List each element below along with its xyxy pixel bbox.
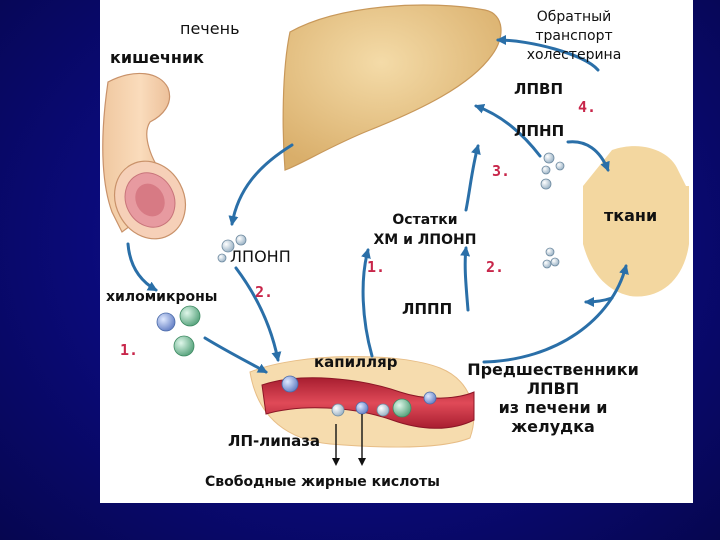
intestine-organ bbox=[102, 72, 187, 240]
remnants-line-1: Остатки bbox=[392, 212, 458, 228]
reverse-transport-line-3: холестерина bbox=[526, 47, 622, 63]
arrow-capillary-to-remnants bbox=[361, 248, 374, 358]
step-2-center-label: 2. bbox=[486, 258, 505, 276]
fatty-acid-arrows bbox=[332, 414, 366, 466]
vldl-label: ЛПОНП bbox=[230, 247, 291, 266]
liver-organ bbox=[282, 4, 502, 171]
hdl-precursors-line-4: желудка bbox=[511, 417, 595, 436]
hdl-precursors-line-3: из печени и bbox=[498, 398, 608, 417]
tissues-label: ткани bbox=[604, 206, 658, 225]
step-1-center-label: 1. bbox=[367, 258, 386, 276]
liver-label: печень bbox=[180, 19, 240, 38]
arrow-ldl-to-liver bbox=[474, 104, 542, 158]
arrow-vldl-to-capillary bbox=[234, 266, 282, 362]
capillary-label: капилляр bbox=[314, 353, 398, 371]
particles-capillary bbox=[281, 375, 437, 418]
tissue-block bbox=[583, 186, 689, 244]
hdl-precursors-line-2: ЛПВП bbox=[526, 379, 580, 398]
lp-lipase-label: ЛП-липаза bbox=[228, 432, 321, 450]
arrow-ldl-to-tissue bbox=[566, 140, 610, 172]
arrow-remnants-to-liver bbox=[464, 144, 481, 212]
arrow-liver-to-vldl bbox=[228, 143, 294, 226]
step-2-left-label: 2. bbox=[255, 283, 274, 301]
reverse-transport-label: Обратный транспорт холестерина bbox=[522, 8, 626, 65]
hdl-label: ЛПВП bbox=[514, 80, 563, 98]
reverse-transport-line-2: транспорт bbox=[535, 28, 613, 44]
arrow-intestine-to-chylomicrons bbox=[126, 242, 158, 292]
arrow-precursors-to-tissue bbox=[482, 264, 629, 364]
step-3-label: 3. bbox=[492, 162, 511, 180]
particles-vldl bbox=[217, 234, 247, 263]
intestine-label: кишечник bbox=[110, 48, 205, 67]
step-4-label: 4. bbox=[578, 98, 597, 116]
particles-ldl bbox=[540, 152, 565, 190]
particles-chylomicrons bbox=[156, 305, 201, 357]
hdl-precursors-line-1: Предшественники bbox=[467, 360, 639, 379]
reverse-transport-line-1: Обратный bbox=[536, 9, 612, 25]
particles-hdl-precursors bbox=[542, 247, 560, 269]
ldl-label: ЛПНП bbox=[514, 122, 565, 140]
remnants-line-2: ХМ и ЛПОНП bbox=[373, 232, 477, 248]
cycle-arrows bbox=[126, 35, 629, 374]
arrow-idl-to-remnants bbox=[460, 246, 471, 312]
tissue-shape bbox=[583, 146, 689, 297]
idl-label: ЛППП bbox=[402, 300, 453, 318]
free-fatty-acids-label: Свободные жирные кислоты bbox=[205, 474, 440, 490]
step-1-left-label: 1. bbox=[120, 341, 139, 359]
arrow-hdl-to-liver bbox=[496, 35, 600, 72]
arrow-chylomicrons-to-capillary bbox=[203, 336, 268, 374]
hdl-precursors-label: Предшественники ЛПВП из печени и желудка bbox=[456, 360, 650, 436]
chylomicrons-label: хиломикроны bbox=[106, 289, 218, 305]
remnants-label: Остатки ХМ и ЛПОНП bbox=[360, 210, 490, 250]
